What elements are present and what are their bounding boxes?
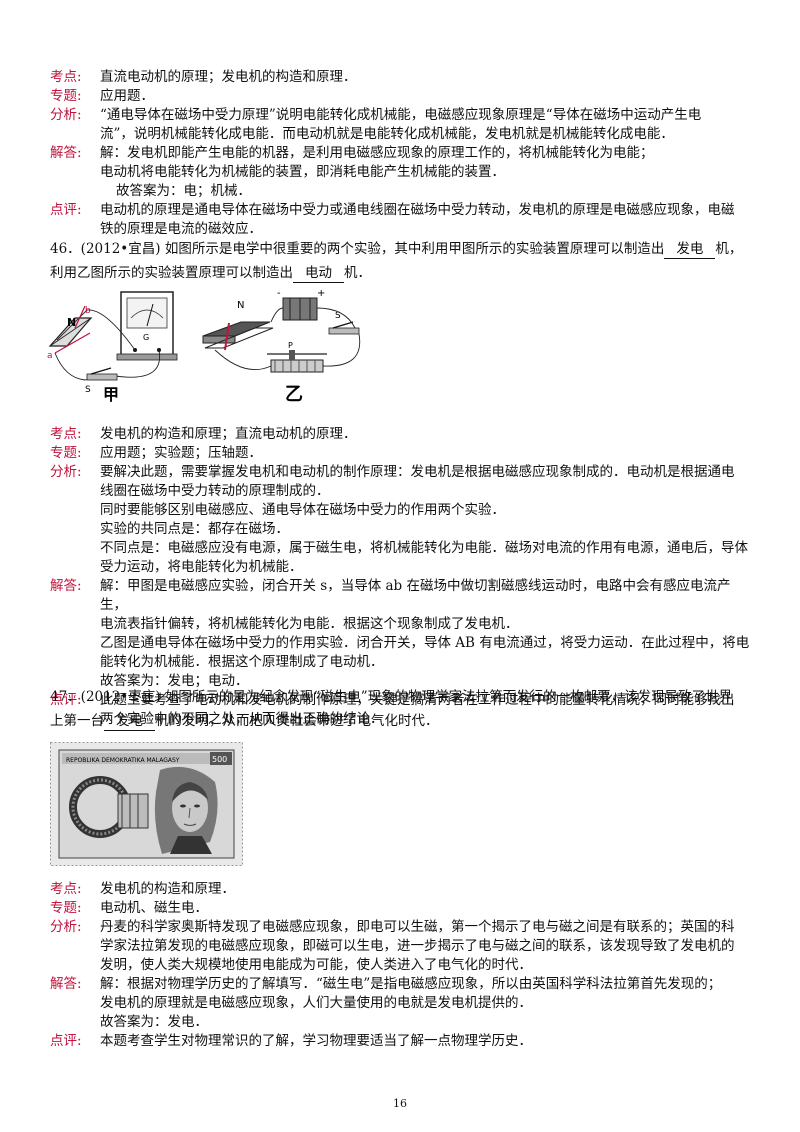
figure-jia: N b a G S 甲 — [47, 291, 178, 404]
switch-yi — [328, 327, 360, 335]
label-kaodian: 考点: — [50, 69, 82, 85]
analysis-block-45: 考点:直流电动机的原理；发电机的构造和原理． 专题:应用题． 分析:“通电导体在… — [50, 69, 735, 237]
svg-text:a: a — [47, 351, 53, 361]
page-number: 16 — [393, 1097, 407, 1110]
svg-text:P: P — [288, 341, 293, 350]
stamp-text: REPOBLIKA DEMOKRATIKA MALAGASY — [66, 757, 180, 764]
faraday-portrait — [154, 766, 218, 854]
label-n: N — [67, 316, 76, 329]
label-dianping: 点评: — [50, 202, 82, 218]
label-jia: 甲 — [103, 385, 119, 404]
figure-46: N b a G S 甲 N + - S — [47, 288, 361, 405]
stamp-value: 500 — [212, 755, 227, 764]
faraday-stamp: REPOBLIKA DEMOKRATIKA MALAGASY 500 — [50, 742, 243, 866]
answer-blank-1: 发电 — [664, 240, 716, 259]
induction-ring — [69, 776, 149, 838]
svg-text:G: G — [143, 333, 149, 342]
svg-text:S: S — [335, 311, 341, 321]
label-zhuanti: 专题: — [50, 88, 82, 104]
svg-text:b: b — [85, 306, 91, 316]
question-47: 47．(2012•枣庄) 如图所示的是为纪念发现“磁生电”现象的物理学家法拉第而… — [50, 689, 733, 731]
svg-text:N: N — [237, 300, 244, 311]
svg-text:S: S — [85, 385, 91, 395]
svg-text:+: + — [317, 288, 325, 299]
analysis-block-46: 考点:发电机的构造和原理；直流电动机的原理． 专题:应用题；实验题；压轴题． 分… — [50, 426, 750, 727]
figure-yi: N + - S P 乙 — [202, 288, 361, 405]
answer-blank-47: 发电 — [104, 712, 155, 731]
answer-blank-2: 电动 — [293, 264, 344, 283]
label-fenxi: 分析: — [50, 107, 82, 123]
svg-text:-: - — [277, 288, 281, 299]
analysis-block-47: 考点:发电机的构造和原理． 专题:电动机、磁生电． 分析:丹麦的科学家奥斯特发现… — [50, 881, 735, 1049]
switch-jia — [86, 373, 118, 381]
label-yi: 乙 — [285, 384, 303, 405]
label-jieda: 解答: — [50, 145, 82, 161]
question-46: 46．(2012•宜昌) 如图所示是电学中很重要的两个实验，其中利用甲图所示的实… — [50, 240, 743, 283]
